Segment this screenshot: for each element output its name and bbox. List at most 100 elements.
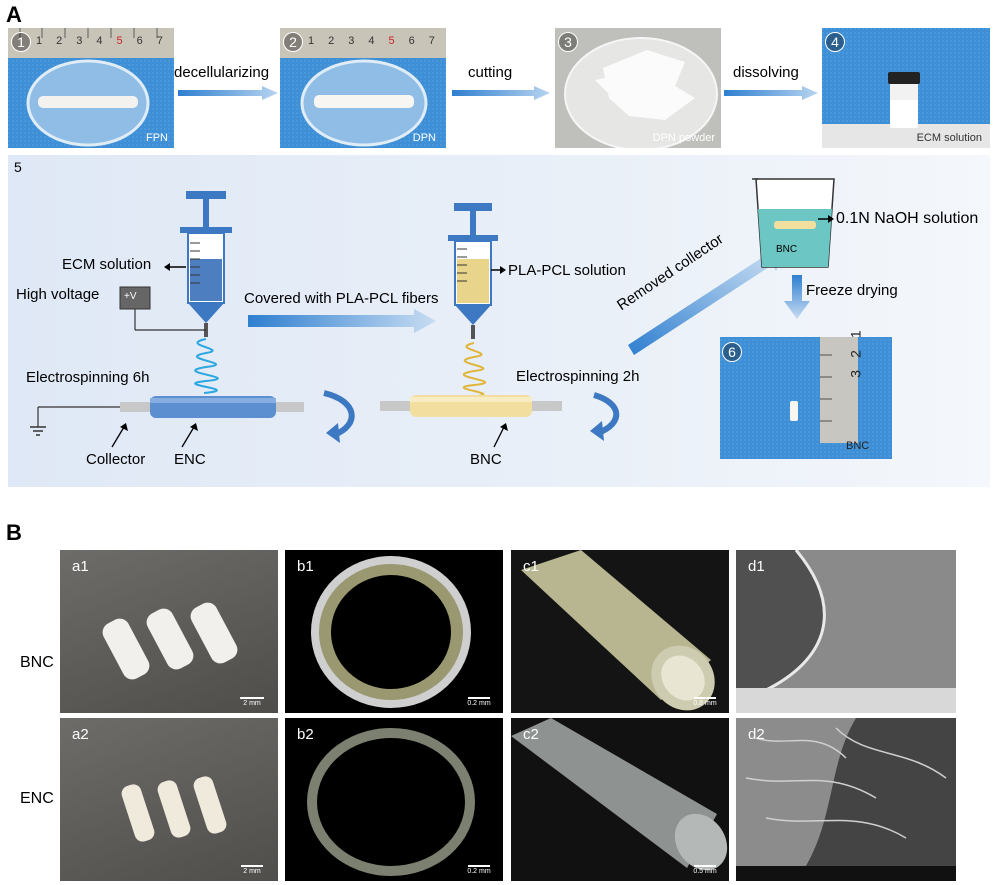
arrow-label-cutting: cutting	[468, 64, 513, 81]
label-voltage-symbol: +V	[124, 291, 137, 302]
panel-a-letter: A	[6, 2, 22, 27]
scale-bar-c2: 0.5 mm	[691, 865, 719, 875]
photo-b1: b1 0.2 mm	[285, 550, 503, 713]
step-number: 1	[11, 32, 31, 52]
photo-d2: d2	[736, 718, 956, 881]
photo-c2: c2 0.5 mm	[511, 718, 729, 881]
row-label-enc: ENC	[20, 790, 54, 807]
label-pla-pcl-solution: PLA-PCL solution	[508, 262, 626, 279]
label-covered-with-fibers: Covered with PLA-PCL fibers	[244, 290, 439, 307]
arrow-label-dissolving: dissolving	[733, 64, 799, 81]
photo-label-fpn: FPN	[146, 132, 168, 144]
ruler-mark: 4	[96, 35, 117, 47]
ruler-mark: 1	[308, 35, 329, 47]
image-label-b1: b1	[297, 558, 314, 575]
scale-bar-b1: 0.2 mm	[465, 697, 493, 707]
arrow-right-icon	[724, 86, 818, 100]
label-high-voltage: High voltage	[16, 286, 100, 303]
label-electrospinning-6h: Electrospinning 6h	[26, 369, 150, 386]
row-label-bnc: BNC	[20, 654, 54, 671]
label-freeze-drying: Freeze drying	[806, 282, 898, 299]
photo-fpn: 1234567 1 FPN	[8, 28, 174, 148]
panel-b-letter: B	[6, 520, 22, 545]
photo-d2-graphic	[736, 718, 956, 881]
photo-dpn-powder-graphic	[555, 28, 721, 148]
label-beaker-bnc: BNC	[776, 244, 798, 255]
ruler-mark: 7	[428, 35, 446, 47]
photo-b2-graphic	[307, 728, 475, 876]
step-number: 2	[283, 32, 303, 52]
photo-ecm-solution-graphic	[822, 28, 990, 148]
result-ruler-marks: 321	[848, 318, 864, 377]
ruler-mark: 3	[847, 357, 864, 378]
label-collector: Collector	[86, 451, 146, 468]
ruler-mark: 2	[56, 35, 77, 47]
image-label-d1: d1	[748, 558, 765, 575]
photo-a2-graphic	[121, 776, 227, 842]
ruler-mark: 3	[76, 35, 97, 47]
image-label-c1: c1	[523, 558, 539, 575]
photo-dpn: 1234567 2 DPN	[280, 28, 446, 148]
photo-fpn-graphic	[8, 28, 174, 148]
label-enc: ENC	[174, 451, 206, 468]
photo-label-dpn-powder: DPN powder	[652, 132, 715, 144]
photo-c1-graphic	[521, 550, 715, 711]
ruler-mark: 2	[328, 35, 349, 47]
photo-label-ecm-solution: ECM solution	[916, 132, 982, 144]
scale-bar-a2: 2 mm	[238, 865, 266, 875]
scale-bar-b2: 0.2 mm	[465, 865, 493, 875]
scale-text: 2 mm	[243, 700, 261, 707]
label-bnc: BNC	[470, 451, 502, 468]
ruler-mark: 4	[368, 35, 389, 47]
photo-a1-graphic	[102, 602, 238, 680]
ruler-mark: 2	[847, 338, 864, 358]
scale-text: 0.2 mm	[467, 700, 491, 707]
photo-dpn-powder: 3 DPN powder	[555, 28, 721, 148]
photo-fpn-ruler: 1234567	[36, 35, 174, 47]
scale-text: 2 mm	[243, 868, 261, 875]
step-number: 4	[825, 32, 845, 52]
arrow-label-decellularizing: decellularizing	[174, 64, 270, 81]
electrospinning-diagram	[30, 178, 892, 459]
ruler-mark: 1	[36, 35, 57, 47]
scale-bar-c1: 0.8 mm	[691, 697, 719, 707]
photo-dpn-graphic	[280, 28, 446, 148]
photo-d1-graphic	[736, 550, 956, 713]
photo-label-bnc: BNC	[846, 440, 870, 452]
step-number: 6	[722, 342, 742, 362]
image-label-a1: a1	[72, 558, 89, 575]
step-number: 5	[14, 159, 22, 175]
ruler-mark: 5	[388, 35, 409, 47]
photo-dpn-ruler: 1234567	[308, 35, 446, 47]
ruler-mark: 5	[116, 35, 137, 47]
photo-d1: d1	[736, 550, 956, 713]
ruler-mark: 7	[156, 35, 174, 47]
scale-text: 0.8 mm	[693, 700, 717, 707]
arrow-right-icon	[178, 86, 278, 100]
step-number: 3	[558, 32, 578, 52]
image-label-a2: a2	[72, 726, 89, 743]
image-label-c2: c2	[523, 726, 539, 743]
ruler-mark: 3	[348, 35, 369, 47]
scale-bar-a1: 2 mm	[238, 697, 266, 707]
photo-c1: c1 0.8 mm	[511, 550, 729, 713]
photo-a2: a2 2 mm	[60, 718, 278, 881]
ruler-mark: 6	[136, 35, 157, 47]
photo-c2-graphic	[511, 718, 728, 871]
ruler-mark: 6	[408, 35, 429, 47]
image-label-d2: d2	[748, 726, 765, 743]
syringe-pla-pcl-icon	[448, 203, 498, 339]
photo-label-dpn: DPN	[412, 132, 436, 144]
photo-ecm-solution: 4 ECM solution	[822, 28, 990, 148]
ruler-mark: 1	[847, 318, 864, 339]
beaker-icon	[752, 178, 835, 268]
photo-b2: b2 0.2 mm	[285, 718, 503, 881]
photo-a1: a1 2 mm	[60, 550, 278, 713]
label-electrospinning-2h: Electrospinning 2h	[516, 368, 640, 385]
photo-b1-graphic	[311, 556, 471, 708]
scale-text: 0.2 mm	[467, 868, 491, 875]
label-ecm-solution: ECM solution	[62, 256, 152, 273]
syringe-ecm-icon	[180, 191, 232, 337]
image-label-b2: b2	[297, 726, 314, 743]
scale-text: 0.5 mm	[693, 868, 717, 875]
